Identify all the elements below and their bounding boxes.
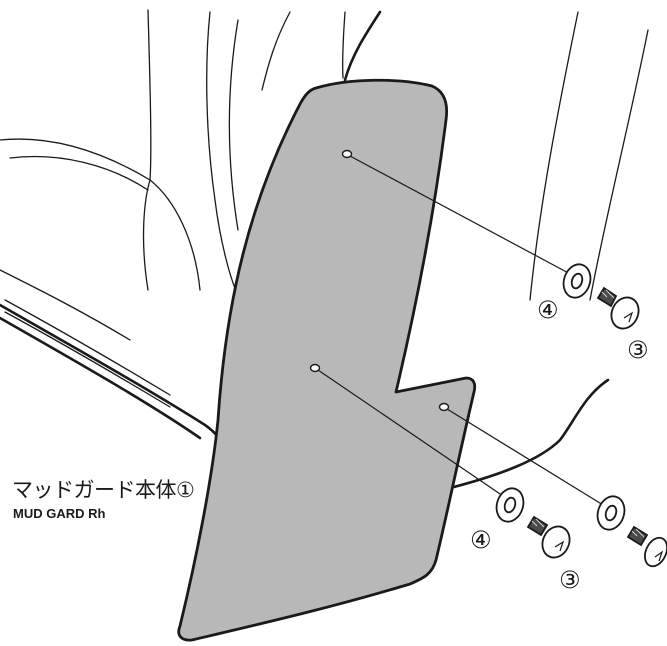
screw-upper — [596, 286, 640, 330]
vehicle-body-outline — [0, 9, 649, 408]
callout-washer-lower: ④ — [470, 526, 492, 554]
mounting-holes — [309, 149, 450, 412]
leader-lines — [317, 155, 609, 509]
callout-screw-lower: ③ — [559, 566, 581, 594]
mounting-hole-lower-left — [309, 363, 321, 373]
screw-right — [626, 525, 667, 568]
screw-lower — [526, 515, 571, 559]
washer-upper — [562, 263, 592, 299]
mudguard-name-en: MUD GARD Rh — [13, 506, 106, 521]
washer-lower — [495, 487, 525, 523]
mudguard-panel — [177, 78, 477, 642]
mudguard-name-ja: マッドガード本体① — [12, 478, 195, 502]
callout-screw-upper: ③ — [627, 336, 649, 364]
mounting-hole-lower-right — [438, 402, 450, 412]
mounting-hole-upper — [341, 149, 353, 159]
callout-washer-upper: ④ — [537, 296, 559, 324]
washer-right — [596, 495, 626, 531]
